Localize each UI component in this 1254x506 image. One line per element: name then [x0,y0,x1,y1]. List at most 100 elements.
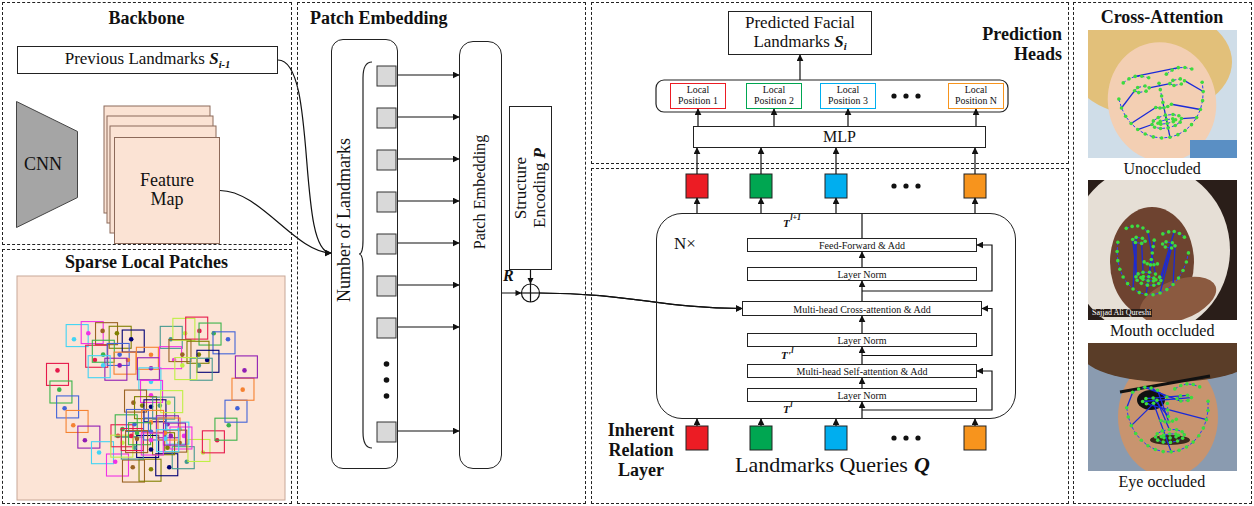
landmark-dot [1165,288,1169,292]
landmark-dot [1115,250,1119,254]
landmark-dot [1168,428,1172,432]
landmark-dot [129,434,134,439]
text-group: Number of Landmarks [335,70,355,370]
local-patch [165,430,187,452]
patch-square [377,422,396,442]
landmark-dot [1205,418,1209,422]
connector [531,270,743,309]
landmark-dot [1143,84,1147,88]
ellipsis-dot [915,183,920,188]
landmark-dot [93,358,98,363]
landmark-dot [1150,251,1154,255]
attention-line [1146,265,1150,295]
landmark-dot [1163,420,1167,424]
landmark-dot [135,437,140,442]
structure-encoding-box: Structure EncodingP [509,106,552,270]
ellipsis-dot [891,93,896,98]
box-text: Local Position 3 [828,84,868,106]
landmark-dot [1131,390,1135,394]
panel-title-text: Backbone [108,8,184,28]
box-text: Local Position 2 [754,84,794,106]
face-image [17,276,285,500]
output-token [825,174,847,198]
landmark-dot [97,450,102,455]
local-patch [186,317,208,339]
landmark-dot [1129,122,1133,126]
landmark-dot [113,459,118,464]
local-patch [197,350,219,372]
curly-brace [359,62,372,448]
attention-line [1154,403,1172,452]
attention-line [1127,392,1133,408]
landmark-dot [240,387,245,392]
landmark-dot [165,445,170,450]
text-group: Local Position 3 [822,85,874,107]
local-patch [215,418,237,440]
landmark-dot [1159,279,1163,283]
landmark-dot [1174,435,1178,439]
layer-norm-box: Layer Norm [747,333,977,347]
landmark-dot [1199,108,1203,112]
landmark-dot [1165,118,1169,122]
landmark-dot [1169,441,1173,445]
box-text: Multi-head Self-attention & Add [797,366,928,377]
connector [697,109,698,126]
landmark-dot [1168,436,1172,440]
landmark-dot [1149,263,1153,267]
text-group: Previous LandmarksSi-1 [21,50,274,70]
landmark-dot [1154,272,1158,276]
landmark-dot [1177,114,1181,118]
landmark-dot [1136,272,1140,276]
attention-line [1159,232,1175,284]
landmark-dot [158,403,163,408]
cnn-trapezoid: CNN [16,101,78,228]
landmark-dot [1143,240,1147,244]
query-arrow [974,419,975,426]
landmark-dot [57,387,62,392]
landmark-dot [1186,393,1190,397]
landmark-dot [1146,283,1150,287]
previous-landmarks-box: Previous LandmarksSi-1 [17,46,278,74]
output-token [686,174,708,198]
local-patch [142,410,164,432]
landmark-dot [1185,382,1189,386]
landmark-dot [1124,114,1128,118]
landmark-dot [1177,449,1181,453]
local-patch [161,391,183,413]
landmark-dot [1156,388,1160,392]
landmark-dot [149,353,154,358]
landmark-dot [1164,240,1168,244]
token-arrow [760,198,761,213]
landmark-dot [1152,279,1156,283]
landmark-dot [1183,66,1187,70]
landmark-dot [1161,440,1165,444]
landmark-dot [86,331,91,336]
landmark-dot [117,363,122,368]
ellipsis-dot [903,435,908,440]
ellipsis-dot [915,93,920,98]
landmark-dot [1141,226,1145,230]
landmark-dot [1153,125,1157,129]
local-patch [172,447,194,469]
landmark-dot [1160,429,1164,433]
landmark-dot [1137,291,1141,295]
landmark-dot [149,447,154,452]
token-arrow [760,148,761,174]
landmark-dot [1166,126,1170,130]
landmark-dot [1131,287,1135,291]
local-patch [126,431,148,453]
cross-attention-panel: Cross-Attention [1073,2,1252,504]
landmark-dot [1177,276,1181,280]
landmark-dot [1141,270,1145,274]
landmark-dot [1136,224,1140,228]
patch-square [377,318,396,338]
local-patch [139,368,161,390]
landmark-dot [1144,89,1148,93]
landmark-dot [1140,74,1144,78]
landmark-dot [1126,282,1130,286]
landmark-dot [1164,245,1168,249]
panel-title-text: Cross-Attention [1101,7,1224,27]
text-group: Multi-head Cross-attention & Add [746,303,978,314]
landmark-dot [1175,397,1179,401]
landmark-dot [1146,230,1150,234]
